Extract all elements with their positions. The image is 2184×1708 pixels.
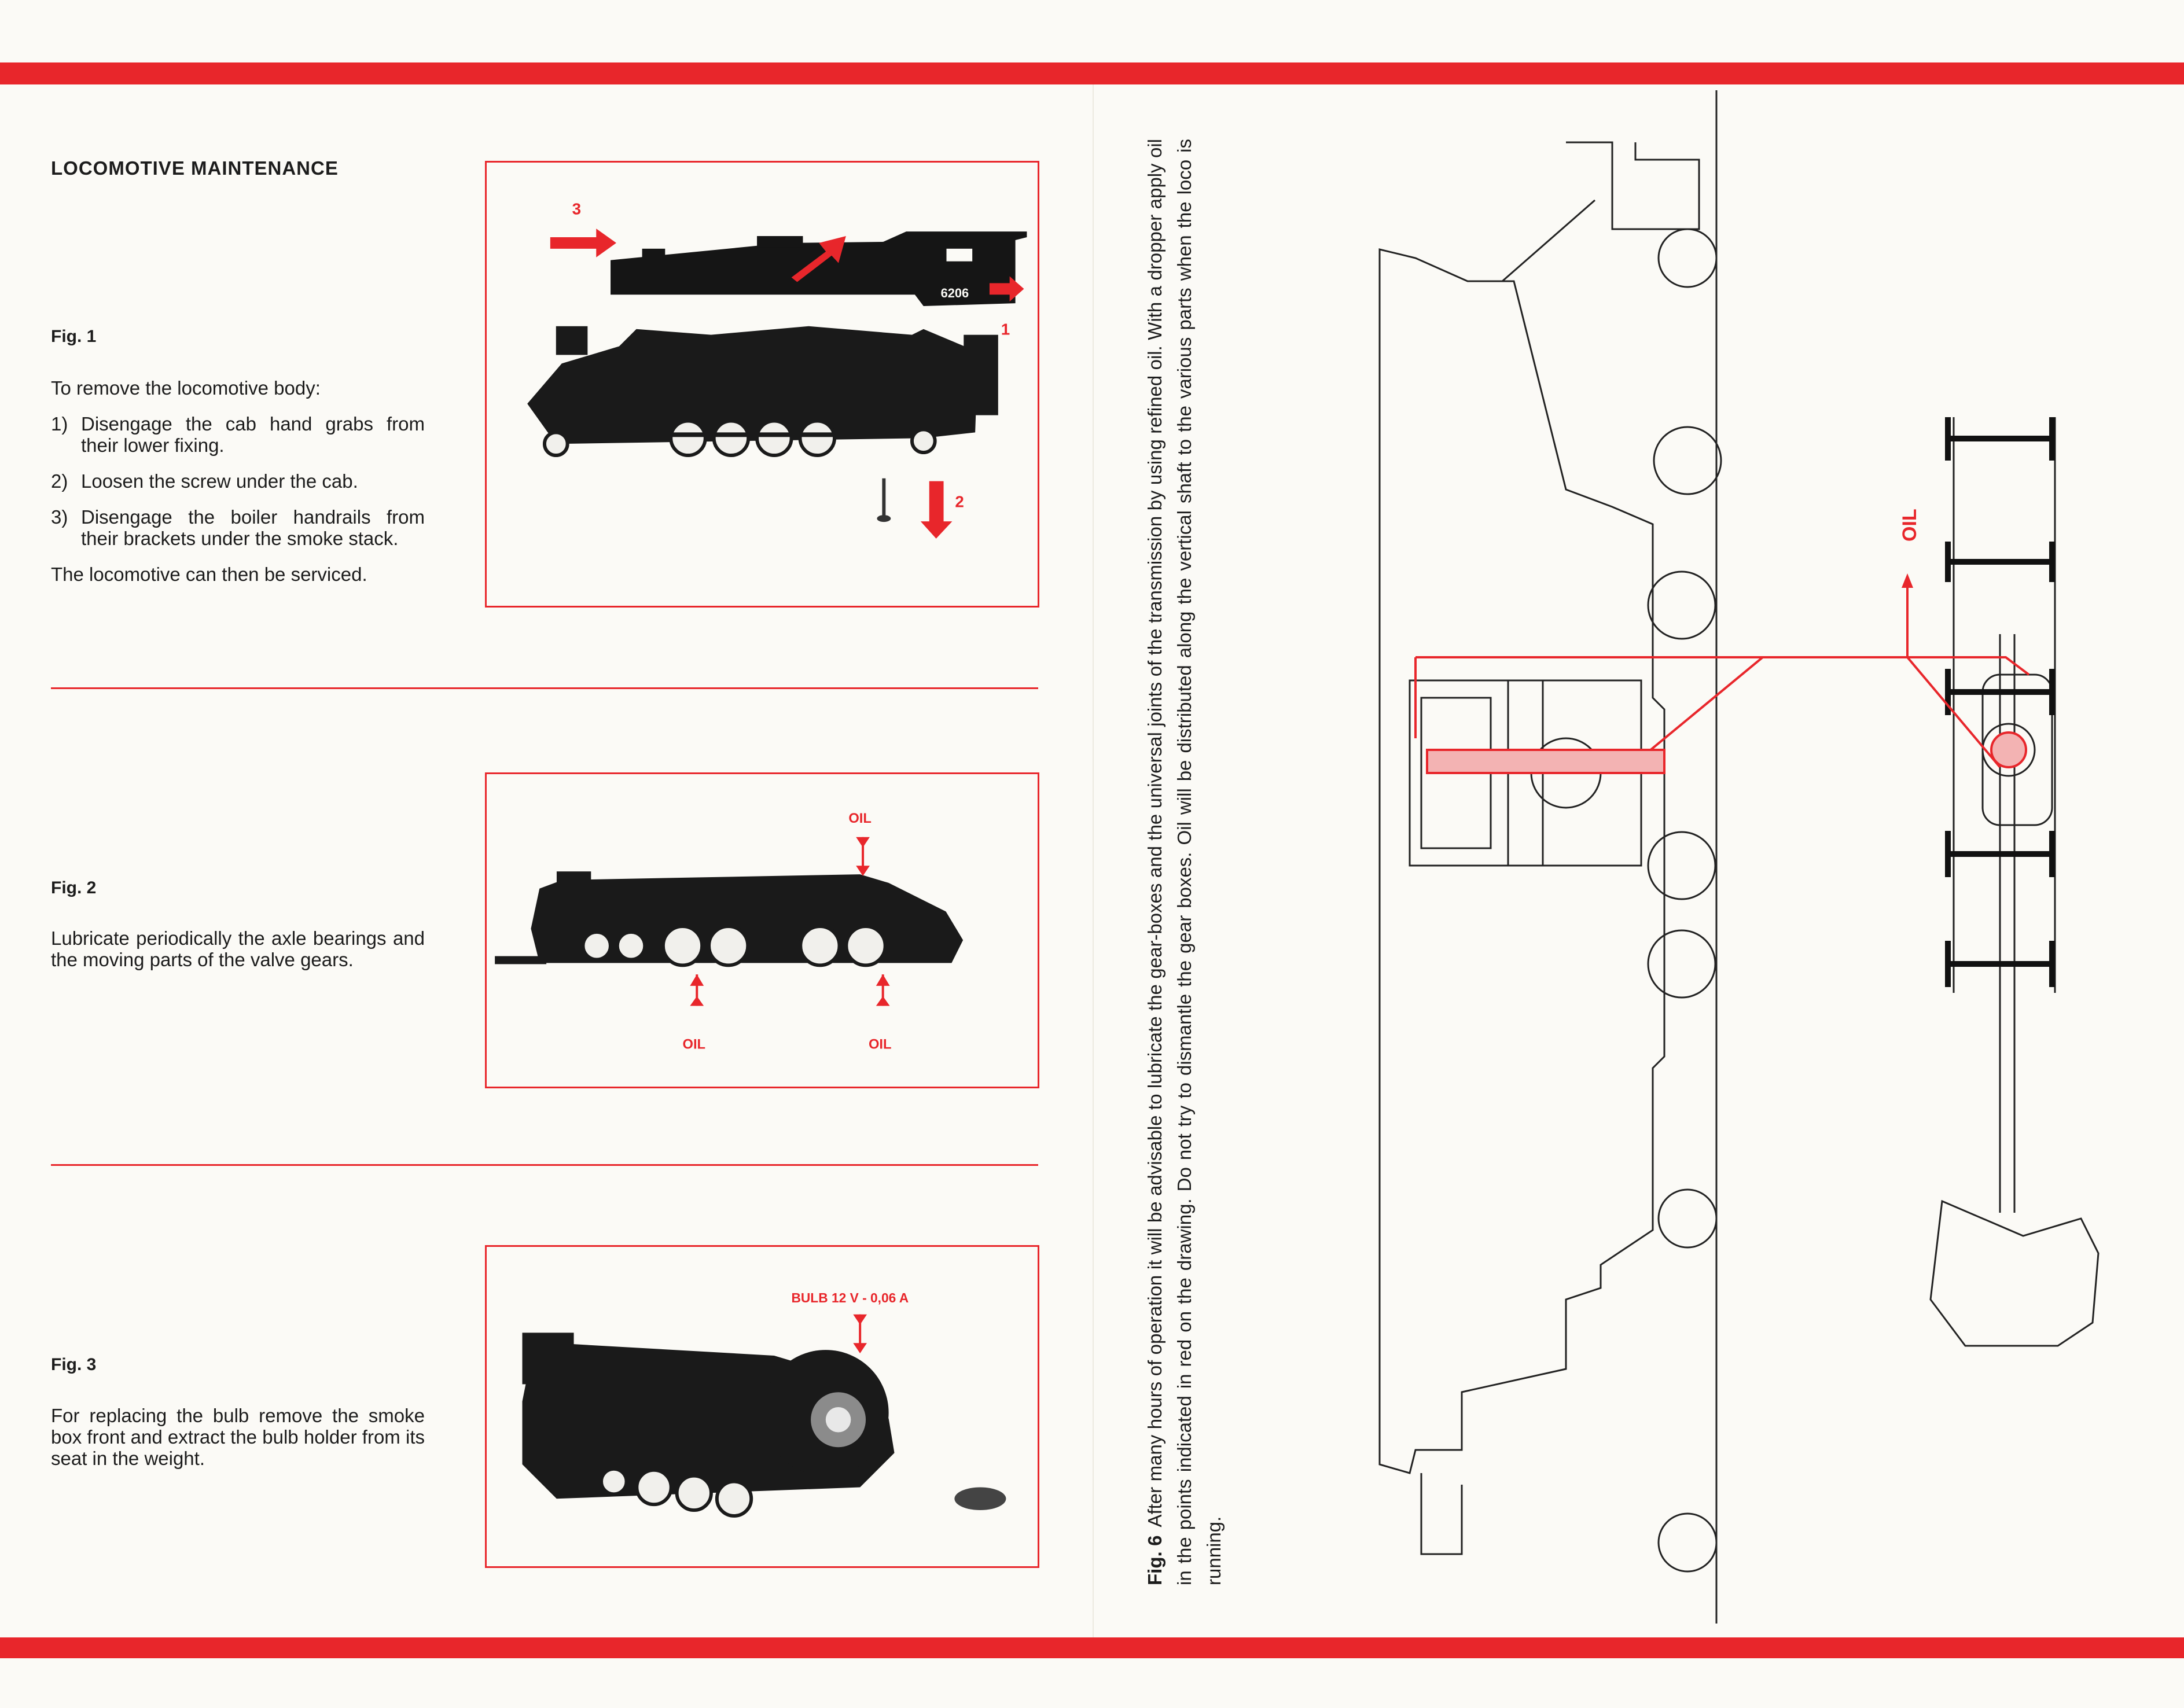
callout-3: 3 <box>572 200 581 218</box>
oil-label: OIL <box>848 811 872 826</box>
fig6-drawing: OIL <box>1329 84 2184 1637</box>
fig3-photo-frame: BULB 12 V - 0,06 A <box>485 1245 1039 1568</box>
fig2-label: Fig. 2 <box>51 878 97 897</box>
step-text: Disengage the cab hand grabs from their … <box>81 413 425 456</box>
fig1-locomotive-illustration: 6206 3 1 2 <box>527 200 1027 539</box>
fig1-step-2: 2) Loosen the screw under the cab. <box>51 470 425 492</box>
fig3-locomotive-illustration: BULB 12 V - 0,06 A <box>522 1290 1006 1518</box>
fig2-text: Lubricate periodically the axle bearings… <box>51 927 425 970</box>
bulb-label: BULB 12 V - 0,06 A <box>791 1290 909 1305</box>
step-number: 3) <box>51 506 68 528</box>
oil-label: OIL <box>869 1037 892 1052</box>
bottom-red-band <box>0 1637 2184 1658</box>
step-text: Loosen the screw under the cab. <box>81 470 358 492</box>
fig1-step-1: 1) Disengage the cab hand grabs from the… <box>51 413 425 456</box>
fig6-body: After many hours of operation it will be… <box>1144 139 1225 1585</box>
oil-label: OIL <box>1899 509 1921 542</box>
callout-1: 1 <box>1001 321 1010 338</box>
fig2-locomotive-illustration: OIL OIL OIL <box>495 811 964 1052</box>
fig3-label: Fig. 3 <box>51 1355 97 1374</box>
fig1-photo-frame: 6206 3 1 2 <box>485 161 1039 608</box>
fig1-outro: The locomotive can then be serviced. <box>51 564 367 585</box>
transmission-diagram: OIL <box>1378 90 2100 1624</box>
step-number: 1) <box>51 413 68 435</box>
separator <box>51 1164 1038 1166</box>
fig1-intro: To remove the locomotive body: <box>51 377 321 399</box>
oil-label: OIL <box>683 1037 706 1052</box>
page-title: LOCOMOTIVE MAINTENANCE <box>51 157 339 179</box>
callout-2: 2 <box>955 492 964 510</box>
separator <box>51 687 1038 689</box>
fig6-label: Fig. 6 <box>1144 1535 1165 1585</box>
fig1-label: Fig. 1 <box>51 327 97 346</box>
fig3-text: For replacing the bulb remove the smoke … <box>51 1405 425 1469</box>
fig1-text: To remove the locomotive body: 1) Diseng… <box>51 377 425 599</box>
fig6-text: Fig. 6After many hours of operation it w… <box>1140 139 1229 1585</box>
cab-number: 6206 <box>941 286 969 300</box>
page-fold <box>1093 84 1094 1637</box>
fig2-photo-frame: OIL OIL OIL <box>485 772 1039 1088</box>
step-text: Disengage the boiler handrails from thei… <box>81 506 425 549</box>
fig1-step-3: 3) Disengage the boiler handrails from t… <box>51 506 425 549</box>
step-number: 2) <box>51 470 68 492</box>
top-red-band <box>0 62 2184 84</box>
